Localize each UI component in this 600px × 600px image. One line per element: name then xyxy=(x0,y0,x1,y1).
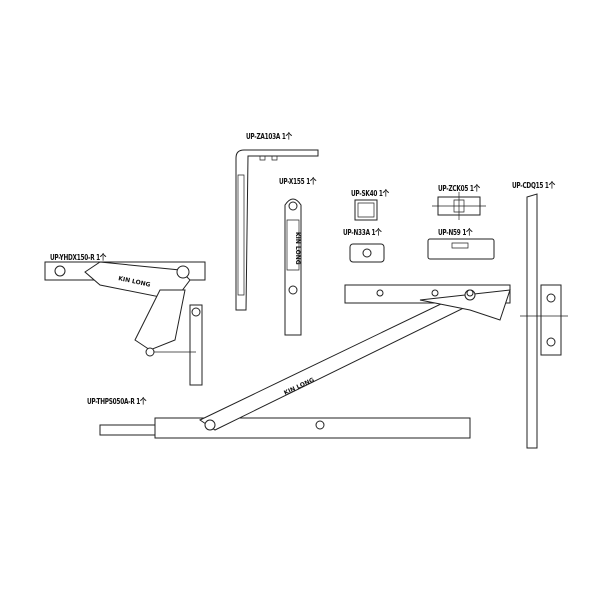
label-thps050ar: UP-THPS050A-R 1个 xyxy=(87,397,147,406)
part-n33a-drawing xyxy=(350,244,384,262)
part-thps050ar-drawing: KIN LONG xyxy=(100,285,510,438)
label-zck05: UP-ZCK05 1个 xyxy=(438,184,480,193)
label-cdq15: UP-CDQ15 1个 xyxy=(512,181,555,190)
part-yhdx150r-drawing: KIN LONG xyxy=(45,262,205,385)
label-n33a: UP-N33A 1个 xyxy=(343,228,382,237)
part-zck05-drawing xyxy=(432,192,486,220)
part-za103a-drawing xyxy=(236,150,318,310)
label-sk40: UP-SK40 1个 xyxy=(351,189,389,198)
part-x155-drawing: KIN LONG xyxy=(285,199,301,335)
brand-mark: KIN LONG xyxy=(294,232,301,265)
part-sk40-drawing xyxy=(355,200,377,220)
label-x155: UP-X155 1个 xyxy=(279,177,317,186)
label-yhdx150r: UP-YHDX150-R 1个 xyxy=(50,253,107,262)
part-n59-drawing xyxy=(428,239,494,259)
label-n59: UP-N59 1个 xyxy=(438,228,473,237)
label-za103a: UP-ZA103A 1个 xyxy=(246,132,292,141)
part-cdq15-drawing xyxy=(520,194,568,448)
